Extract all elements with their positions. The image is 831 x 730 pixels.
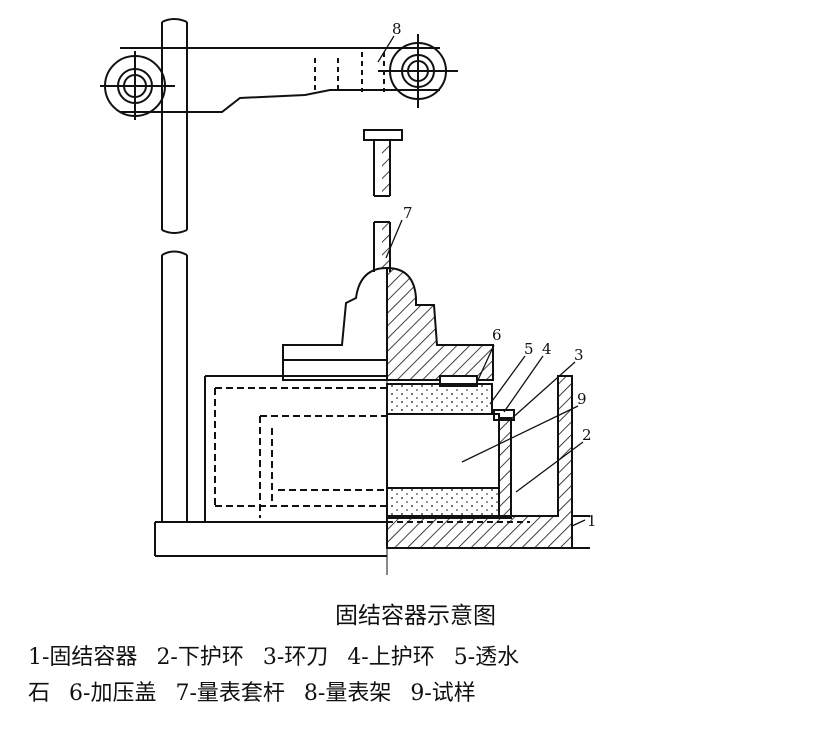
left-pivot-icon [100, 51, 175, 120]
label-5: 5 [524, 340, 534, 358]
label-4: 4 [542, 340, 552, 358]
parts-legend: 1-固结容器 2-下护环 3-环刀 4-上护环 5-透水 石 6-加压盖 7-量… [28, 640, 808, 712]
label-1: 1 [587, 512, 597, 530]
label-9: 9 [577, 390, 587, 408]
legend-item: 3-环刀 [262, 645, 329, 670]
part-labels: 8 7 6 5 4 3 9 2 1 [392, 20, 597, 530]
legend-item: 5-透水 [453, 645, 520, 670]
legend-item: 2-下护环 [156, 645, 244, 670]
legend-item: 4-上护环 [347, 645, 435, 670]
cutting-ring [498, 417, 512, 519]
consolidation-apparatus-diagram: 8 7 6 5 4 3 9 2 1 [100, 18, 597, 575]
label-3: 3 [574, 346, 584, 364]
legend-line-1: 1-固结容器 2-下护环 3-环刀 4-上护环 5-透水 [28, 640, 808, 676]
label-8: 8 [392, 20, 402, 38]
legend-item: 石 [28, 681, 51, 706]
label-7: 7 [403, 204, 413, 222]
lower-porous-stone [386, 487, 500, 519]
container-outer-view [154, 359, 387, 557]
legend-item: 9-试样 [410, 681, 476, 706]
legend-item: 7-量表套杆 [175, 681, 285, 706]
vertical-post [161, 18, 188, 522]
legend-line-2: 石 6-加压盖 7-量表套杆 8-量表架 9-试样 [28, 676, 808, 712]
gauge-rod [363, 129, 403, 272]
legend-item: 8-量表架 [303, 681, 392, 706]
upper-guide-ring [493, 409, 515, 421]
label-2: 2 [582, 426, 592, 444]
leader-lines [377, 35, 586, 527]
legend-item: 1-固结容器 [28, 645, 138, 670]
label-6: 6 [492, 326, 502, 344]
loading-cap [282, 266, 494, 387]
upper-porous-stone [386, 383, 493, 415]
right-pivot-icon [378, 34, 458, 108]
specimen [386, 413, 500, 489]
figure-caption: 固结容器示意图 [335, 603, 496, 629]
legend-item: 6-加压盖 [69, 681, 157, 706]
